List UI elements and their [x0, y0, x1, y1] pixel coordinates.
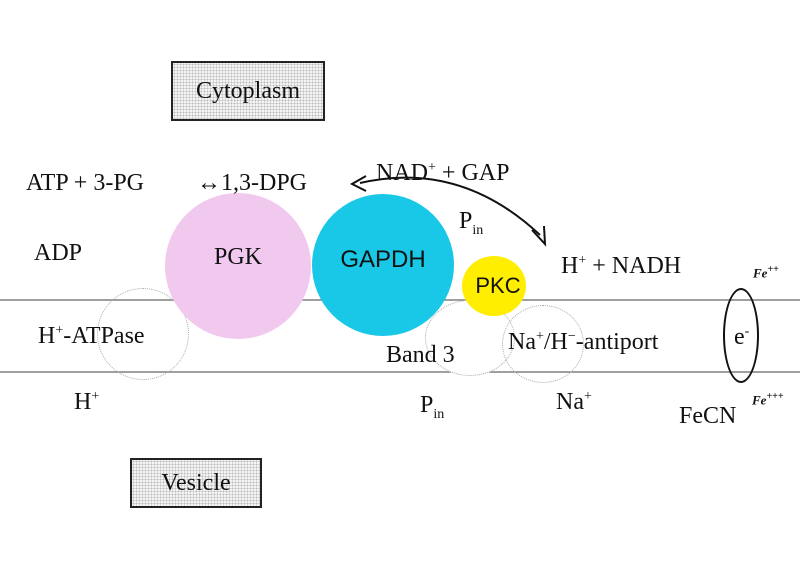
h-bottom: H: [74, 389, 92, 415]
electron-label: e-: [734, 324, 750, 350]
h-sup: +: [578, 253, 587, 268]
pin-top-p: P: [459, 208, 473, 234]
na-bottom-label: Na+: [556, 389, 592, 415]
atp-3pg-text: ATP + 3-PG: [26, 170, 144, 196]
vesicle-label: Vesicle: [161, 469, 231, 496]
vesicle-box: Vesicle: [130, 458, 262, 508]
antiport-h: /H: [543, 329, 568, 355]
pin-top-sub: in: [472, 222, 484, 238]
gapdh-circle: GAPDH: [312, 194, 454, 336]
curved-arrow: [359, 176, 541, 236]
fe-top-sup: ++: [767, 264, 779, 275]
gap-text: + GAP: [435, 160, 510, 186]
pin-bottom-p: P: [420, 392, 434, 418]
fe-top-label: Fe++: [753, 264, 779, 281]
antiport-label: Na+/H−-antiport: [508, 329, 659, 355]
cytoplasm-box: Cytoplasm: [171, 61, 325, 121]
na-bottom: Na: [556, 389, 584, 415]
equilibrium-arrow: ↔: [197, 170, 221, 196]
h-bottom-sup: +: [91, 389, 100, 404]
arrow-head-left: [349, 175, 367, 192]
cytoplasm-label: Cytoplasm: [195, 77, 300, 104]
h-bottom-label: H+: [74, 389, 100, 415]
fe-bottom: Fe: [752, 392, 767, 408]
fe-top: Fe: [753, 265, 768, 281]
atpase-h: H: [38, 323, 56, 349]
antiport-na: Na: [508, 329, 536, 355]
gapdh-label: GAPDH: [340, 246, 426, 273]
fe-bottom-label: Fe+++: [752, 391, 784, 408]
h-label: H: [561, 253, 579, 279]
band3-label: Band 3: [386, 342, 455, 368]
h-atpase-label: H+-ATPase: [38, 323, 145, 349]
h-atpase-circle: [97, 288, 189, 380]
adp-label: ADP: [34, 240, 83, 266]
electron-carrier-ellipse: [723, 288, 759, 383]
antiport-sup2: −: [567, 329, 576, 344]
electron-sup: -: [744, 324, 750, 339]
pgk-circle: PGK: [165, 193, 311, 339]
atpase-rest: -ATPase: [63, 323, 145, 349]
pkc-circle: PKC: [462, 256, 526, 316]
reaction-product: ↔1,3-DPG: [197, 171, 307, 195]
na-bottom-sup: +: [583, 389, 592, 404]
pkc-label: PKC: [475, 273, 521, 298]
fe-bottom-sup: +++: [766, 391, 784, 402]
adp-text: ADP: [34, 241, 82, 265]
atpase-sup: +: [55, 323, 64, 338]
nadh-label: + NADH: [586, 253, 682, 279]
pin-top: Pin: [459, 209, 483, 238]
electron-e: e: [734, 324, 745, 350]
antiport-circle: [502, 305, 584, 383]
pin-bottom-label: Pin: [420, 393, 444, 422]
nad-gap-text: NAD+ + GAP: [376, 160, 510, 186]
nad-sup: +: [428, 160, 436, 175]
antiport-rest: -antiport: [575, 329, 659, 355]
h-nadh-text: H+ + NADH: [561, 253, 682, 279]
arrow-head-right: [531, 225, 547, 247]
dpg-text: 1,3-DPG: [221, 170, 308, 196]
pin-bottom-sub: in: [433, 406, 445, 422]
pgk-label: PGK: [213, 244, 262, 270]
fecn-label: FeCN: [679, 403, 737, 429]
reaction-left: ATP + 3-PG: [26, 171, 144, 195]
nad-text: NAD: [376, 160, 428, 186]
antiport-sup1: +: [535, 329, 544, 344]
